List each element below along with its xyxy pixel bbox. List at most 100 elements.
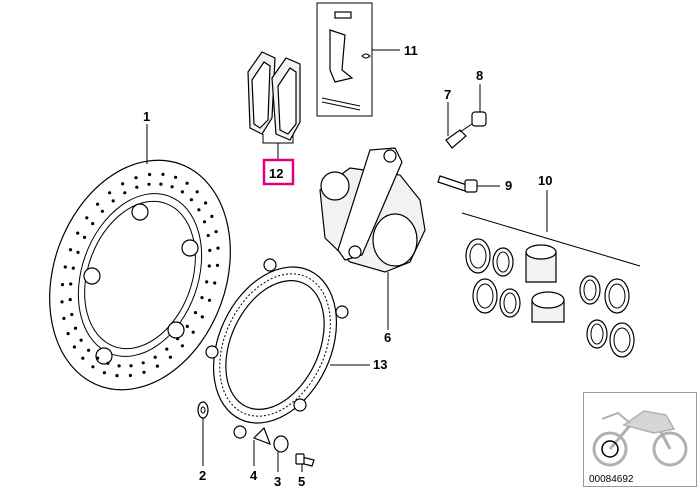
disc-drill-hole bbox=[197, 208, 201, 212]
disc-drill-hole bbox=[79, 338, 83, 342]
callout-5[interactable]: 5 bbox=[298, 474, 305, 489]
disc-drill-hole bbox=[170, 185, 174, 189]
pad-retaining-kit bbox=[316, 2, 373, 117]
disc-drill-hole bbox=[102, 371, 106, 375]
disc-drill-hole bbox=[68, 298, 72, 302]
disc-drill-hole bbox=[85, 216, 89, 220]
disc-drill-hole bbox=[210, 214, 214, 218]
motorcycle-icon bbox=[592, 410, 688, 467]
disc-drill-hole bbox=[142, 370, 146, 374]
abs-ring bbox=[205, 258, 349, 439]
callout-4[interactable]: 4 bbox=[250, 468, 258, 483]
callout-3[interactable]: 3 bbox=[274, 474, 281, 489]
hex-bolt bbox=[295, 453, 315, 467]
disc-drill-hole bbox=[193, 311, 198, 315]
disc-drill-hole bbox=[147, 182, 151, 186]
disc-drill-hole bbox=[76, 250, 80, 254]
disc-drill-hole bbox=[71, 266, 75, 270]
disc-drill-hole bbox=[155, 364, 159, 368]
disc-drill-hole bbox=[123, 191, 127, 195]
locking-plate bbox=[252, 426, 272, 446]
disc-drill-hole bbox=[200, 296, 204, 300]
brake-pads bbox=[247, 51, 301, 141]
disc-drill-hole bbox=[180, 344, 184, 348]
callout-6[interactable]: 6 bbox=[384, 330, 391, 345]
disc-drill-hole bbox=[73, 326, 78, 330]
disc-drill-hole bbox=[115, 374, 119, 378]
disc-drill-hole bbox=[68, 248, 73, 252]
brake-caliper bbox=[319, 147, 426, 273]
disc-drill-hole bbox=[185, 181, 189, 185]
disc-drill-hole bbox=[200, 315, 204, 319]
disc-drill-hole bbox=[189, 198, 193, 202]
disc-drill-hole bbox=[159, 182, 163, 186]
disc-drill-hole bbox=[148, 172, 152, 177]
disc-drill-hole bbox=[206, 233, 210, 238]
disc-drill-hole bbox=[111, 199, 115, 203]
bleed-screw bbox=[445, 123, 473, 149]
disc-drill-hole bbox=[108, 191, 112, 195]
disc-drill-hole bbox=[176, 337, 180, 341]
disc-drill-hole bbox=[76, 231, 80, 235]
disc-drill-hole bbox=[60, 283, 65, 287]
disc-drill-hole bbox=[128, 373, 132, 378]
disc-drill-hole bbox=[96, 202, 100, 206]
disc-drill-hole bbox=[106, 361, 110, 365]
callout-10[interactable]: 10 bbox=[538, 173, 552, 188]
disc-drill-hole bbox=[60, 300, 64, 304]
disc-drill-hole bbox=[165, 347, 169, 351]
disc-drill-hole bbox=[121, 182, 125, 186]
callout-8[interactable]: 8 bbox=[476, 68, 483, 83]
seal-kit bbox=[461, 212, 641, 358]
reference-number: 00084692 bbox=[589, 474, 634, 485]
disc-drill-hole bbox=[214, 230, 218, 234]
caliper-bolt bbox=[437, 175, 478, 193]
disc-drill-hole bbox=[191, 330, 195, 334]
disc-drill-hole bbox=[180, 190, 184, 194]
disc-drill-hole bbox=[91, 365, 95, 369]
callout-labels: 1 2 3 4 5 6 7 8 9 10 11 12 13 bbox=[143, 43, 552, 489]
disc-drill-hole bbox=[129, 364, 133, 368]
callout-2[interactable]: 2 bbox=[199, 468, 206, 483]
disc-drill-hole bbox=[134, 176, 138, 180]
callout-1[interactable]: 1 bbox=[143, 109, 150, 124]
highlight-box bbox=[262, 158, 295, 186]
callout-7[interactable]: 7 bbox=[444, 87, 451, 102]
disc-drill-hole bbox=[63, 265, 67, 269]
disc-drill-hole bbox=[207, 298, 212, 302]
washer bbox=[197, 401, 209, 419]
disc-drill-hole bbox=[66, 332, 70, 336]
disc-drill-hole bbox=[81, 356, 85, 360]
disc-drill-hole bbox=[215, 263, 220, 267]
disc-drill-hole bbox=[195, 190, 199, 194]
callout-13[interactable]: 13 bbox=[373, 357, 387, 372]
disc-drill-hole bbox=[72, 345, 76, 349]
disc-drill-hole bbox=[153, 355, 157, 359]
disc-drill-hole bbox=[208, 248, 212, 252]
disc-drill-hole bbox=[135, 185, 139, 189]
callout-9[interactable]: 9 bbox=[505, 178, 512, 193]
disc-drill-hole bbox=[91, 222, 95, 226]
disc-drill-hole bbox=[69, 282, 73, 286]
vehicle-thumbnail bbox=[583, 392, 697, 487]
disc-drill-hole bbox=[117, 364, 121, 368]
disc-drill-hole bbox=[216, 246, 220, 250]
disc-drill-hole bbox=[174, 175, 178, 179]
disc-drill-hole bbox=[202, 220, 207, 224]
disc-drill-hole bbox=[205, 280, 209, 284]
disc-drill-hole bbox=[207, 264, 211, 268]
dust-cap bbox=[471, 111, 487, 127]
disc-drill-hole bbox=[70, 312, 74, 317]
leader-lines bbox=[146, 49, 548, 472]
disc-drill-hole bbox=[168, 355, 172, 359]
brake-disc bbox=[49, 159, 231, 391]
disc-drill-hole bbox=[161, 172, 165, 176]
disc-drill-hole bbox=[62, 316, 66, 320]
disc-drill-hole bbox=[141, 361, 145, 365]
disc-drill-hole bbox=[185, 324, 189, 328]
callout-11[interactable]: 11 bbox=[404, 43, 418, 58]
disc-drill-hole bbox=[96, 356, 100, 360]
disc-drill-hole bbox=[213, 281, 217, 285]
callout-12[interactable]: 12 bbox=[269, 166, 283, 181]
